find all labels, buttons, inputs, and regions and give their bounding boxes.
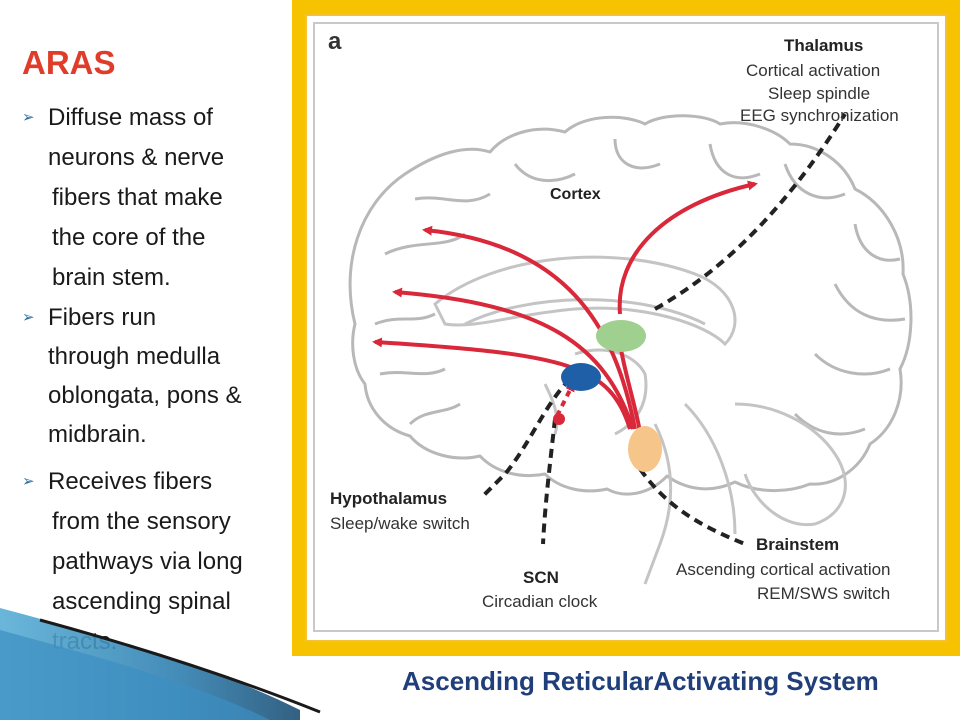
- hypothalamus-function: Sleep/wake switch: [330, 514, 470, 533]
- bullet-line: oblongata, pons &: [48, 382, 242, 409]
- brain-outline: [348, 114, 913, 496]
- bullet-line: Fibers run: [48, 304, 157, 331]
- slide-title: ARAS: [22, 44, 116, 81]
- bullet-line: fibers that make: [52, 184, 223, 211]
- figure-border: [313, 22, 939, 632]
- thalamus-function: Sleep spindle: [768, 84, 871, 103]
- bullet-line: ascending spinal: [52, 588, 231, 615]
- brain-diagram: [348, 112, 913, 585]
- bullet-line: through medulla: [48, 343, 221, 370]
- bullet-line: from the sensory: [52, 508, 231, 535]
- bullet-line: the core of the: [52, 224, 206, 251]
- thalamus-label: Thalamus: [784, 36, 864, 55]
- panel-label: a: [328, 28, 342, 55]
- bullet-line: brain stem.: [52, 264, 171, 291]
- bullet-line: Diffuse mass of: [48, 104, 213, 131]
- brainstem-function: Ascending cortical activation: [676, 560, 891, 579]
- brainstem-node: [628, 426, 662, 472]
- ascending-pathways: [372, 180, 758, 433]
- bullet-arrow-icon: ➢: [22, 309, 35, 326]
- hypothalamus-label: Hypothalamus: [330, 489, 448, 508]
- bullet-line: Receives fibers: [48, 468, 213, 495]
- scn-label: SCN: [523, 568, 559, 587]
- bullet-item: ➢ Diffuse mass of neurons & nerve fibers…: [22, 98, 297, 298]
- thalamus-function: EEG synchronization: [740, 106, 899, 125]
- scn-pathway: [555, 381, 575, 417]
- brainstem-function: REM/SWS switch: [757, 584, 891, 603]
- thalamus-function: Cortical activation: [746, 61, 881, 80]
- decorative-swoosh: [0, 608, 321, 720]
- bullet-line: midbrain.: [48, 421, 147, 448]
- brainstem-label: Brainstem: [756, 535, 840, 554]
- scn-node: [553, 413, 565, 425]
- hypothalamus-node: [561, 363, 601, 391]
- bullet-arrow-icon: ➢: [22, 473, 35, 490]
- bullet-item: ➢ Fibers run through medulla oblongata, …: [22, 298, 297, 454]
- bullet-arrow-icon: ➢: [22, 109, 35, 126]
- cortex-label: Cortex: [550, 186, 601, 203]
- slide-caption: Ascending ReticularActivating System: [402, 666, 879, 696]
- bullet-list: ➢ Diffuse mass of neurons & nerve fibers…: [22, 98, 297, 662]
- scn-function: Circadian clock: [482, 592, 598, 611]
- bullet-line: pathways via long: [52, 548, 243, 575]
- bullet-line: neurons & nerve: [48, 144, 225, 171]
- label-leader-lines: [481, 112, 847, 546]
- thalamus-node: [596, 320, 646, 352]
